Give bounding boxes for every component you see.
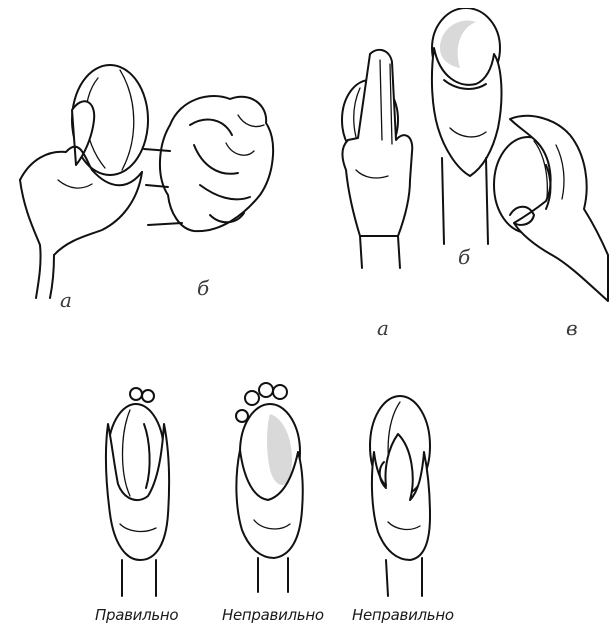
caption-incorrect-2: Неправильно <box>352 608 454 623</box>
illustration-bottom-incorrect-2 <box>364 392 444 597</box>
caption-correct: Правильно <box>95 608 178 623</box>
illustration-top-right-a <box>330 40 425 270</box>
caption-incorrect-1: Неправильно <box>222 608 324 623</box>
illustration-top-left-a <box>10 40 160 300</box>
illustration-bottom-correct <box>100 384 180 599</box>
illustration-bottom-incorrect-1 <box>230 380 310 595</box>
label-top-right-b: б <box>458 247 470 267</box>
illustration-top-left-b <box>140 85 280 245</box>
label-top-right-a: а <box>377 318 389 338</box>
illustration-top-right-v <box>490 105 610 305</box>
label-top-right-v: в <box>566 318 578 338</box>
label-top-left-b: б <box>197 278 209 298</box>
label-top-left-a: а <box>60 290 72 310</box>
